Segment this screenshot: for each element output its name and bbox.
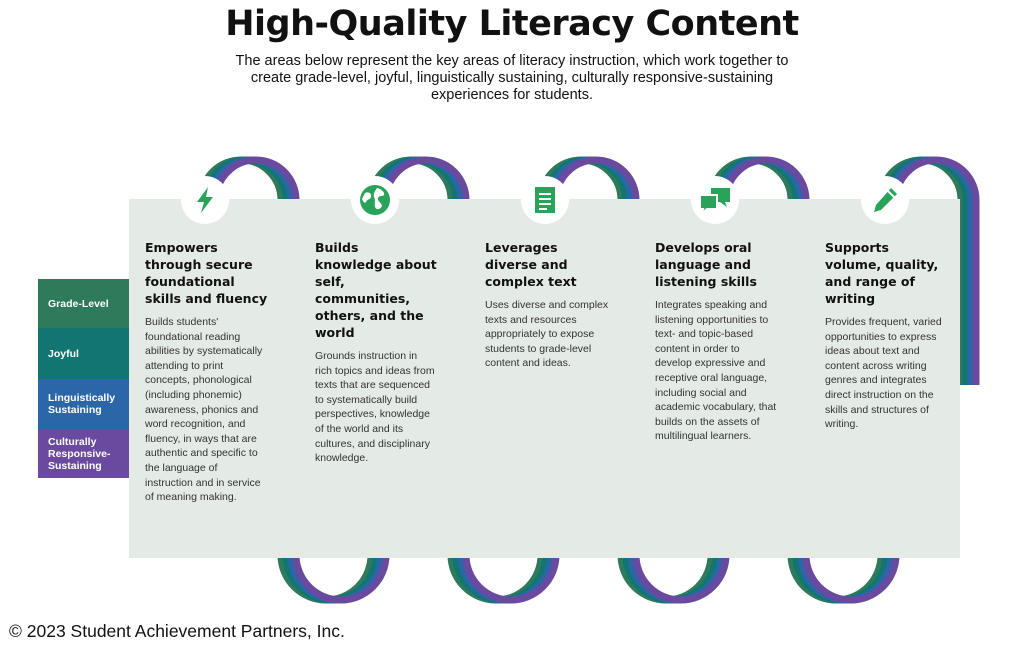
legend-joyful: Joyful <box>38 328 129 379</box>
page-title: High-Quality Literacy Content <box>225 4 799 44</box>
column-oral-language: Develops oral language and listening ski… <box>655 239 783 444</box>
column-builds-knowledge: Builds knowledge about self, communities… <box>315 239 443 466</box>
column-heading: Develops oral language and listening ski… <box>655 240 757 289</box>
pencil-icon <box>861 176 909 224</box>
column-foundational-skills: Empowers through secure foundational ski… <box>145 239 273 505</box>
speech-bubbles-icon <box>691 176 739 224</box>
document-icon <box>521 176 569 224</box>
ribbon-strand <box>212 156 980 604</box>
legend-grade-level: Grade-Level <box>38 279 129 328</box>
column-body: Integrates speaking and listening opport… <box>655 299 777 443</box>
column-body: Provides frequent, varied opportunities … <box>825 316 942 431</box>
lightning-bolt-icon <box>181 176 229 224</box>
column-heading: Supports volume, quality, and range of w… <box>825 240 939 306</box>
legend-culturally-responsive-sustaining: Culturally Responsive-Sustaining <box>38 429 129 478</box>
column-body: Grounds instruction in rich topics and i… <box>315 350 435 465</box>
column-heading: Empowers through secure foundational ski… <box>145 240 268 306</box>
column-writing: Supports volume, quality, and range of w… <box>825 239 953 432</box>
content-panel <box>129 199 960 558</box>
column-body: Builds students' foundational reading ab… <box>145 316 263 504</box>
column-heading: Leverages diverse and complex text <box>485 240 577 289</box>
column-complex-text: Leverages diverse and complex text Uses … <box>485 239 613 371</box>
page-subtitle: The areas below represent the key areas … <box>235 53 789 103</box>
globe-icon <box>351 176 399 224</box>
column-heading: Builds knowledge about self, communities… <box>315 240 437 340</box>
legend-linguistically-sustaining: Linguistically Sustaining <box>38 379 129 429</box>
column-body: Uses diverse and complex texts and resou… <box>485 299 609 370</box>
copyright-footer: © 2023 Student Achievement Partners, Inc… <box>9 621 345 641</box>
